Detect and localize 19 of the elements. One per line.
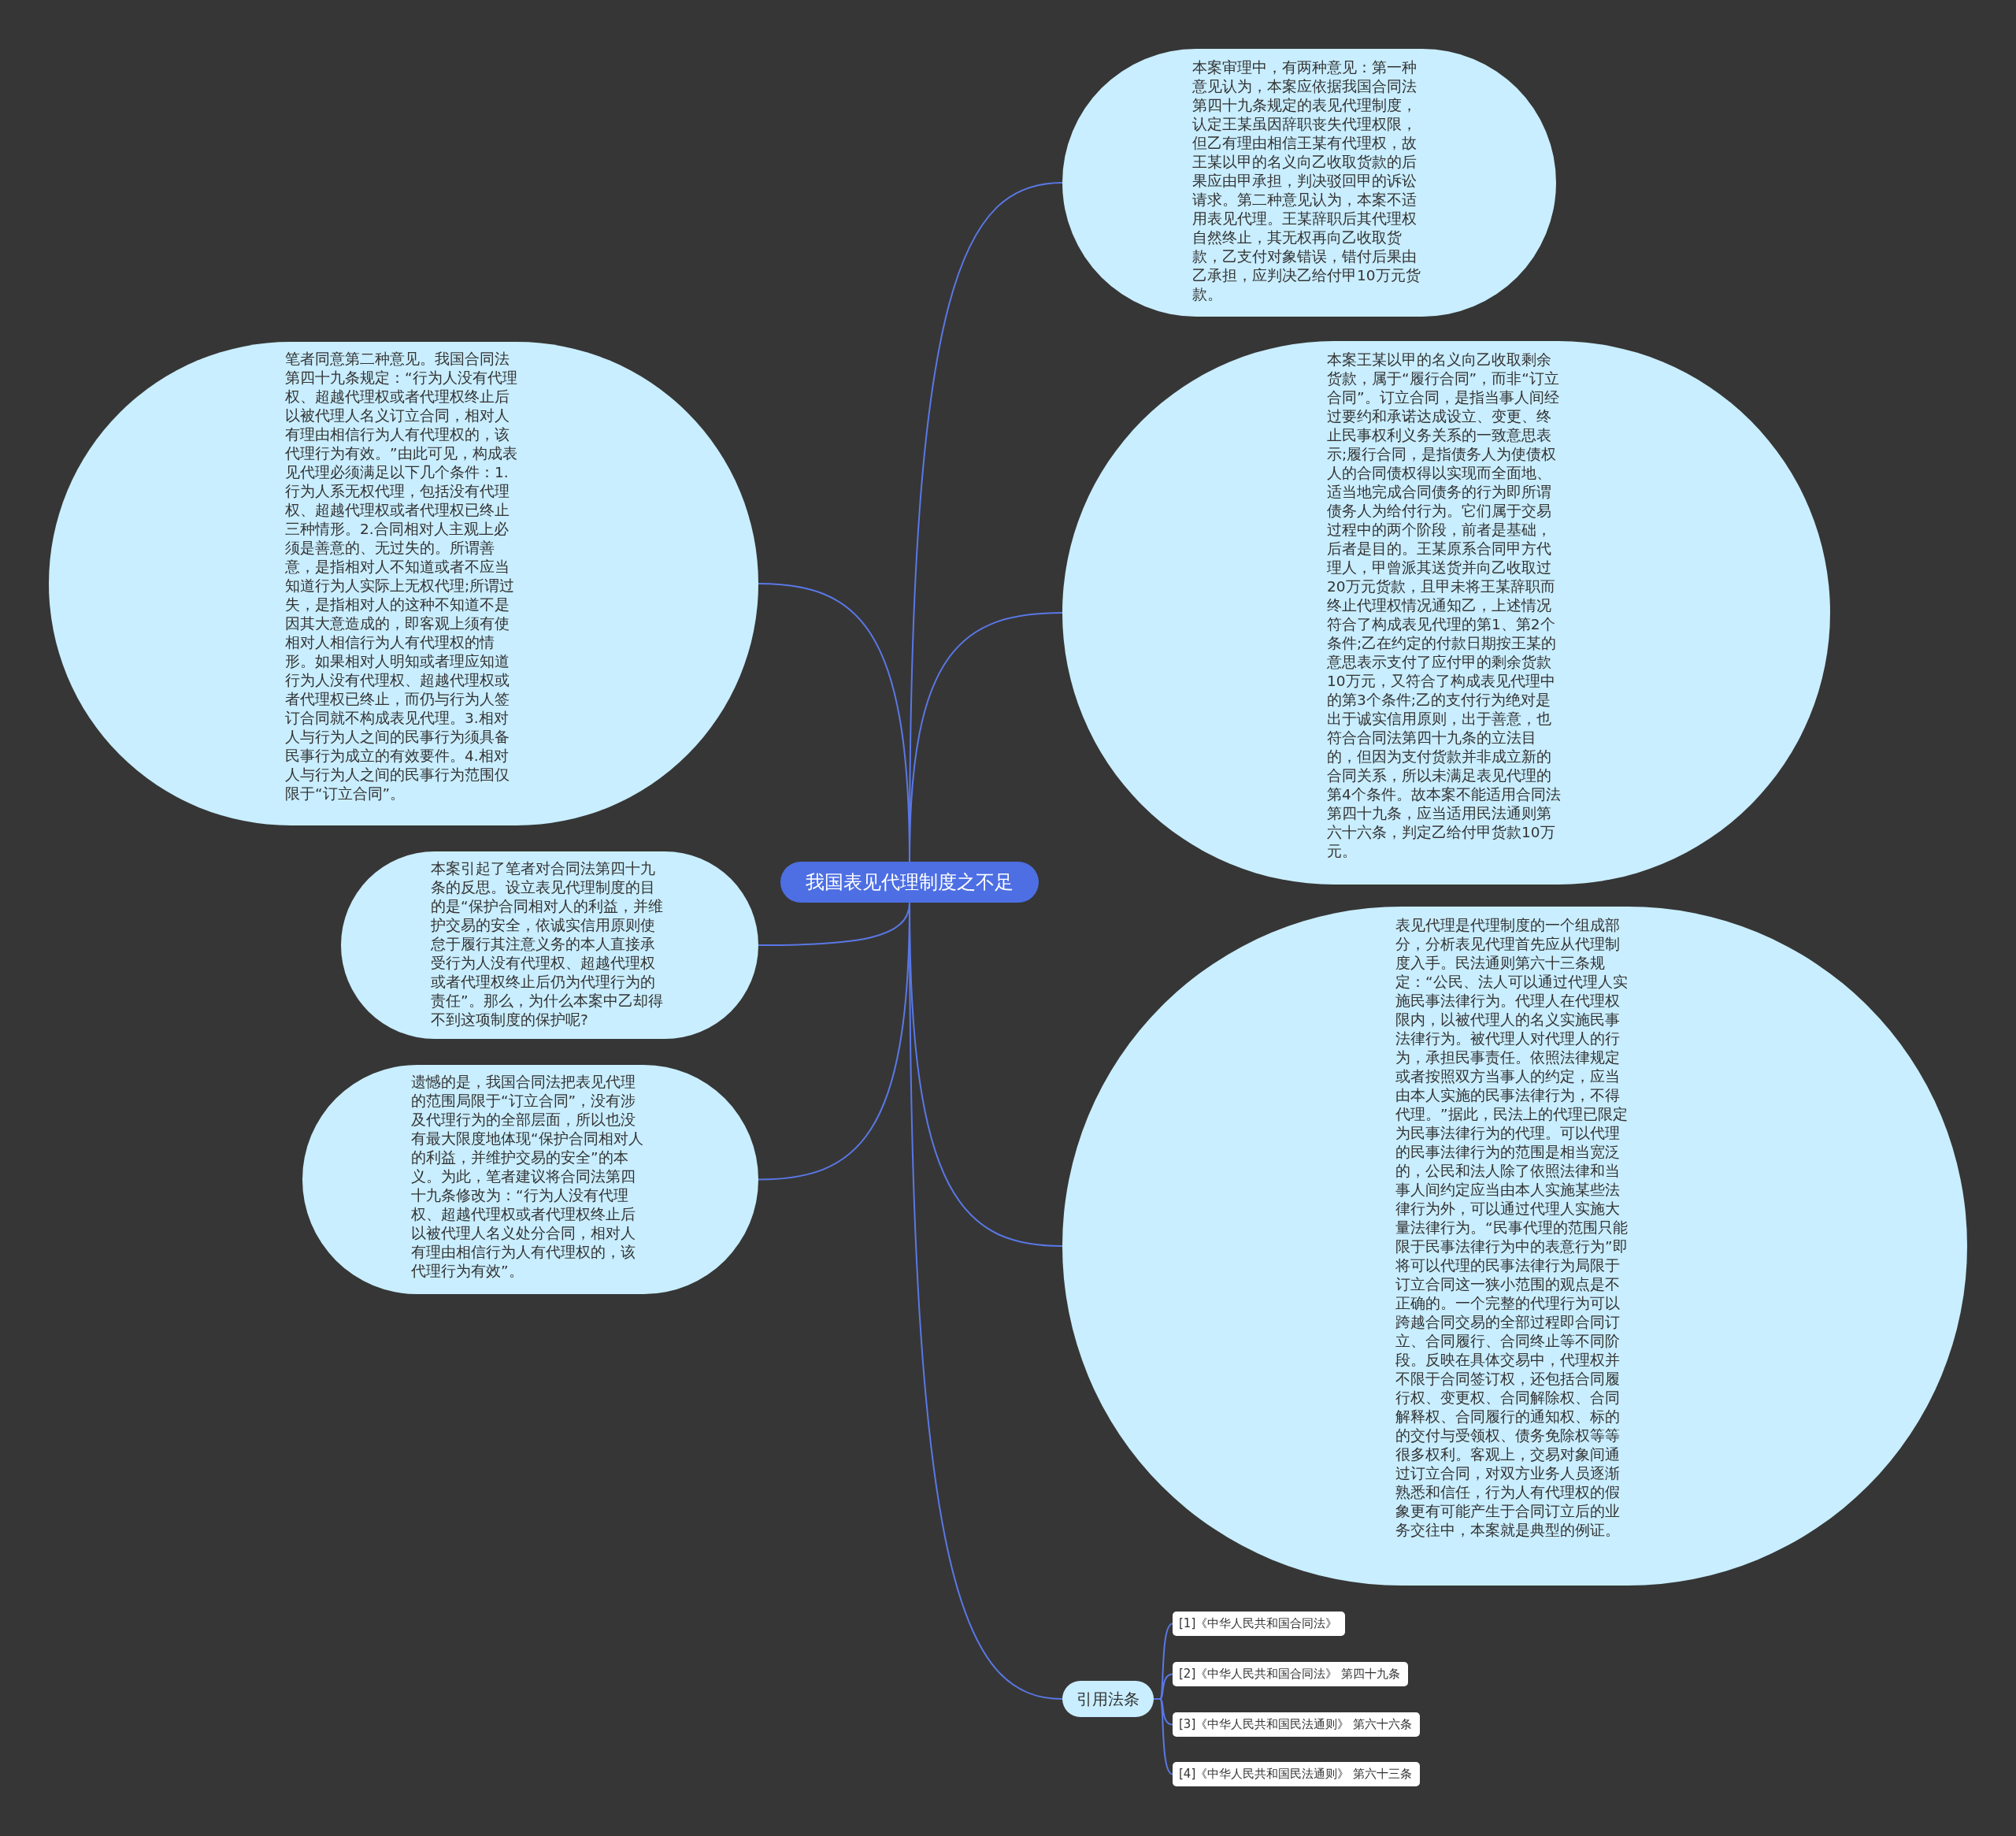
paragraph-text: 遗憾的是，我国合同法把表见代理的范围局限于“订立合同”，没有涉及代理行为的全部层面，所以也没有最大限度地体现“保护合同相对人的利益，并维护交易的安全”的本义。为此，笔者建议将合同法第四十九条修改为：“行为人没有代理权、超越代理权或者代理权终止后以被代理人名义处分合同，相对人有理由相信行为人有代理权的，该代理行为有效”。 bbox=[411, 1073, 644, 1281]
paragraph-text: 笔者同意第二种意见。我国合同法第四十九条规定：“行为人没有代理权、超越代理权或者代理权终止后以被代理人名义订立合同，相对人有理由相信行为人有代理权的，该代理行为有效。”由此可见，构成表见代理必须满足以下几个条件：1.行为人系无权代理，包括没有代理权、超越代理权或者代理权已终止三种情形。2.合同相对人主观上必须是善意的、无过失的。所谓善意，是指相对人不知道或者不应当知道行为人实际上无权代理;所谓过失，是指相对人的这种不知道不是因其大意造成的，即客观上须有使相对人相信行为人有代理权的情形。如果相对人明知或者理应知道行为人没有代理权、超越代理权或者代理权已终止，而仍与行为人签订合同就不构成表见代理。3.相对人与行为人之间的民事行为须具备民事行为成立的有效要件。4.相对人与行为人之间的民事行为范围仅限于“订立合同”。 bbox=[285, 350, 518, 803]
central-topic bbox=[780, 862, 1039, 903]
paragraph-text: 本案王某以甲的名义向乙收取剩余货款，属于“履行合同”，而非“订立合同”。订立合同，是指当事人间经过要约和承诺达成设立、变更、终止民事权利义务关系的一致意思表示;履行合同，是指债务人为使债权人的合同债权得以实现而全面地、适当地完成合同债务的行为即所谓债务人为给付行为。它们属于交易过程中的两个阶段，前者是基础，后者是目的。王某原系合同甲方代理人，甲曾派其送货并向乙收取过20万元货款，且甲未将王某辞职而终止代理权情况通知乙，上述情况符合了构成表见代理的第1、第2个条件;乙在约定的付款日期按王某的意思表示支付了应付甲的剩余货款10万元，又符合了构成表见代理中的第3个条件;乙的支付行为绝对是出于诚实信用原则，出于善意，也符合合同法第四十九条的立法目的，但因为支付货款并非成立新的合同关系，所以未满足表见代理的第4个条件。故本案不能适用合同法第四十九条，应当适用民法通则第六十六条，判定乙给付甲货款10万元。 bbox=[1327, 351, 1562, 861]
citation-box bbox=[1173, 1712, 1420, 1737]
topic-label: [1]《中华人民共和国合同法》 bbox=[1179, 1616, 1338, 1631]
topic-label: 我国表见代理制度之不足 bbox=[806, 870, 1014, 895]
connector-line bbox=[1153, 1698, 1173, 1775]
topic-label: [2]《中华人民共和国合同法》 第四十九条 bbox=[1179, 1667, 1400, 1682]
citation-box bbox=[1173, 1762, 1420, 1786]
paragraph-text: 表见代理是代理制度的一个组成部分，分析表见代理首先应从代理制度入手。民法通则第六十三条规定：“公民、法人可以通过代理人实施民事法律行为。代理人在代理权限内，以被代理人的名义实施民事法律行为。被代理人对代理人的行为，承担民事责任。依照法律规定或者按照双方当事人的约定，应当由本人实施的民事法律行为，不得代理。”据此，民法上的代理已限定为民事法律行为的代理。可以代理的民事法律行为的范围是相当宽泛的，公民和法人除了依照法律和当事人间约定应当由本人实施某些法律行为外，可以通过代理人实施大量法律行为。“民事代理的范围只能限于民事法律行为中的表意行为”即将可以代理的民事法律行为局限于订立合同这一狭小范围的观点是不正确的。一个完整的代理行为可以跨越合同交易的全部过程即合同订立、合同履行、合同终止等不同阶段。反映在具体交易中，代理权并不限于合同签订权，还包括合同履行权、变更权、合同解除权、合同解释权、合同履行的通知权、标的的交付与受领权、债务免除权等等很多权利。客观上，交易对象间通过订立合同，对双方业务人员逐渐熟悉和信任，行为人有代理权的假象更有可能产生于合同订立后的业务交往中，本案就是典型的例证。 bbox=[1395, 916, 1629, 1540]
citation-box bbox=[1173, 1612, 1346, 1636]
topic-label: [4]《中华人民共和国民法通则》 第六十三条 bbox=[1179, 1767, 1412, 1782]
citation-box bbox=[1173, 1662, 1408, 1686]
topic-label: [3]《中华人民共和国民法通则》 第六十六条 bbox=[1179, 1717, 1412, 1732]
subtopic-box bbox=[1062, 1681, 1154, 1717]
paragraph-text: 本案引起了笔者对合同法第四十九条的反思。设立表见代理制度的目的是“保护合同相对人的利益，并维护交易的安全，依诚实信用原则使怠于履行其注意义务的本人直接承受行为人没有代理权、超越代理权或者代理权终止后仍为代理行为的责任”。那么，为什么本案中乙却得不到这项制度的保护呢? bbox=[431, 859, 664, 1029]
paragraph-text: 本案审理中，有两种意见：第一种意见认为，本案应依据我国合同法第四十九条规定的表见代理制度，认定王某虽因辞职丧失代理权限，但乙有理由相信王某有代理权，故王某以甲的名义向乙收取货款的后果应由甲承担，判决驳回甲的诉讼请求。第二种意见认为，本案不适用表见代理。王某辞职后其代理权自然终止，其无权再向乙收取货款，乙支付对象错误，错付后果由乙承担，应判决乙给付甲10万元货款。 bbox=[1192, 58, 1421, 304]
topic-label: 引用法条 bbox=[1077, 1688, 1140, 1710]
